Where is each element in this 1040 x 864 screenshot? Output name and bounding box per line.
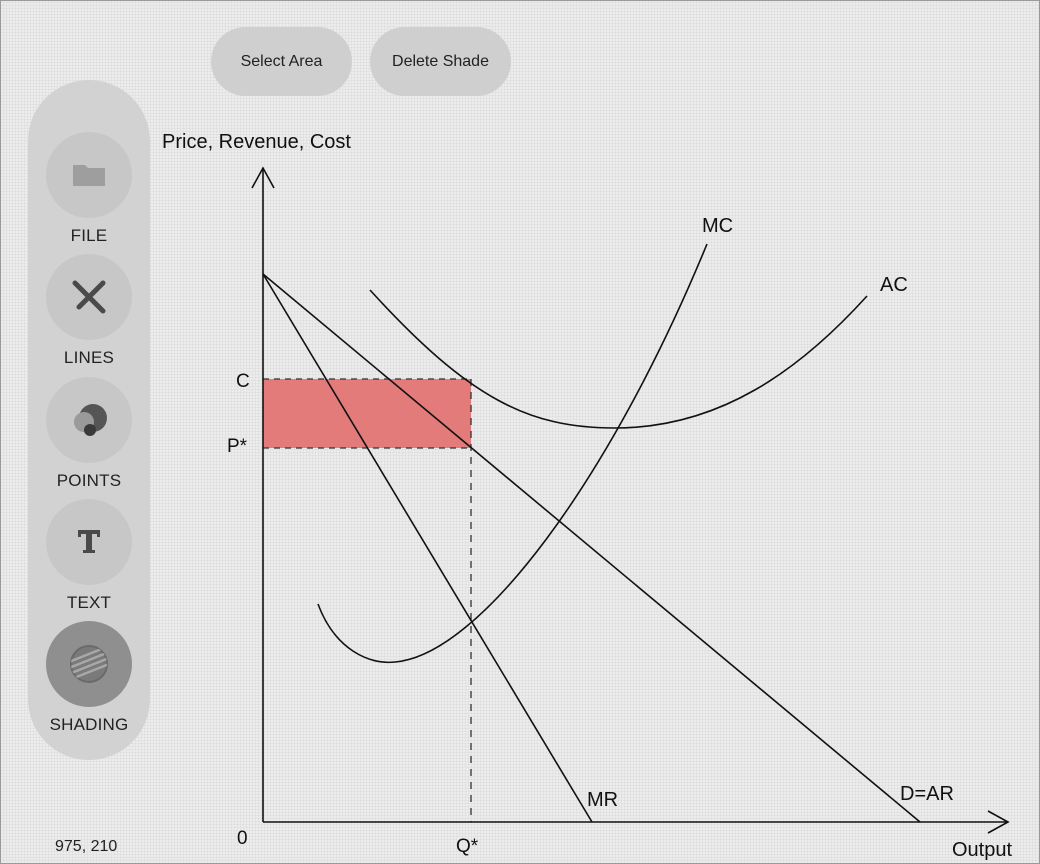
mc-label: MC [702, 215, 733, 237]
file-tool[interactable]: FILE [28, 132, 150, 252]
y-axis-label: Price, Revenue, Cost [162, 131, 351, 153]
x-axis-label: Output [952, 839, 1012, 861]
points-tool-label: POINTS [56, 471, 122, 490]
shading-tool[interactable]: SHADING [28, 621, 150, 741]
origin-label: 0 [237, 828, 248, 849]
ac-label: AC [880, 274, 908, 296]
marginal-revenue-curve[interactable] [262, 273, 593, 823]
lines-tool-button[interactable] [46, 254, 132, 340]
quantity-label: Q* [456, 836, 479, 857]
select-area-button[interactable]: Select Area [211, 27, 352, 96]
text-icon [78, 530, 100, 553]
demand-curve[interactable] [262, 273, 921, 823]
file-tool-label: FILE [70, 226, 108, 245]
points-icon [74, 404, 107, 436]
shaded-area[interactable] [263, 379, 471, 448]
folder-icon [73, 165, 105, 186]
cost-label: C [236, 371, 250, 392]
text-tool[interactable]: TEXT [28, 499, 150, 619]
shading-icon [70, 645, 108, 683]
points-tool-button[interactable] [46, 377, 132, 463]
shading-tool-label: SHADING [49, 715, 129, 734]
lines-tool[interactable]: LINES [28, 254, 150, 374]
file-tool-button[interactable] [46, 132, 132, 218]
demand-label: D=AR [900, 783, 954, 805]
y-axis-arrow [251, 166, 275, 189]
shading-tool-button[interactable] [46, 621, 132, 707]
cursor-coordinates: 975, 210 [55, 838, 118, 855]
delete-shade-button[interactable]: Delete Shade [370, 27, 511, 96]
x-axis-arrow [987, 810, 1010, 834]
lines-tool-label: LINES [63, 348, 115, 367]
average-cost-curve[interactable] [369, 289, 868, 429]
marginal-cost-curve[interactable] [317, 243, 708, 664]
text-tool-label: TEXT [66, 593, 112, 612]
text-tool-button[interactable] [46, 499, 132, 585]
mr-label: MR [587, 789, 618, 811]
tool-sidebar: FILE LINES POINTS TEXT [28, 80, 150, 760]
points-tool[interactable]: POINTS [28, 377, 150, 497]
line-cross-icon [72, 280, 106, 314]
price-label: P* [227, 436, 248, 457]
